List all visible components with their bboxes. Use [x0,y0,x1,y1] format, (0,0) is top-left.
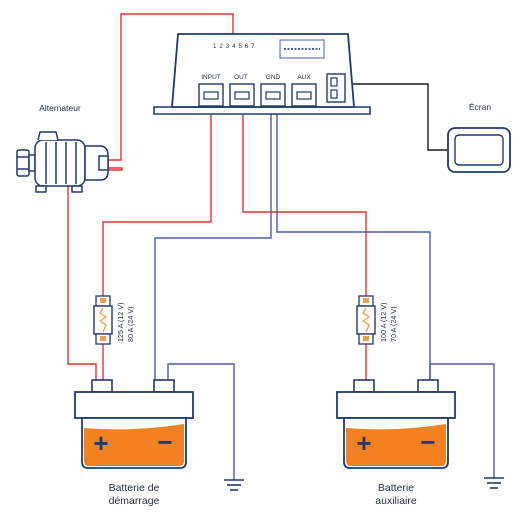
right-fuse-rating-12v: 100 A (12 V) [379,302,388,342]
right-fuse [356,295,376,345]
aux-battery-positive-post [353,379,375,393]
starter-battery-plus-icon: + [93,428,108,458]
alternator-label: Alternateur [39,103,81,113]
screen-icon[interactable] [447,127,511,173]
device-base-flange [153,106,371,115]
starter-battery-minus-icon: − [157,427,172,457]
port-gnd-terminal[interactable] [260,83,286,107]
wire-gnd-to-aux-negative [276,108,431,380]
left-fuse-rating-24v: 80 A (24 V) [126,306,135,342]
left-fuse [93,295,113,345]
wire-alternator-to-starter-battery [67,167,123,380]
starter-battery-label-line1: Batterie de [109,482,160,494]
port-label-gnd: GND [266,74,281,81]
ground-icon-starter [224,479,244,491]
ground-icon-aux [484,477,504,489]
display-connector[interactable] [326,73,346,103]
wire-aux-ground [429,363,495,478]
dip-switch-numbers: 1 2 3 4 5 6 7 [213,43,255,50]
left-fuse-rating-12v: 125 A (12 V) [116,302,125,342]
aux-battery-plus-icon: + [356,428,371,458]
starter-battery-negative-post [153,379,175,393]
wire-starter-ground [167,363,235,480]
starter-battery-label-line2: démarrage [109,495,160,507]
port-label-aux: AUX [297,74,311,81]
wire-input-to-left-fuse [102,108,212,296]
wire-gnd-to-starter-negative [154,108,272,380]
controller-device: 1 2 3 4 5 6 7 INPUT OUT GND AUX [153,33,371,115]
alternator-icon [16,131,109,193]
right-fuse-rating-24v: 70 A (24 V) [389,306,398,342]
port-input-terminal[interactable] [198,83,224,107]
wires [67,13,495,480]
aux-battery-label-line2: auxiliaire [375,495,417,507]
aux-battery-icon: + − [336,379,456,469]
wire-out-to-right-fuse [242,108,367,296]
aux-battery-minus-icon: − [420,427,435,457]
port-label-out: OUT [234,74,248,81]
aux-battery-negative-post [417,379,439,393]
port-aux-terminal[interactable] [291,83,317,107]
aux-battery-label-line1: Batterie [378,482,414,494]
port-out-terminal[interactable] [229,83,255,107]
starter-battery-icon: + − [74,379,194,469]
starter-battery-positive-post [91,379,113,393]
wire-alternator-to-device [108,13,234,161]
wire-device-to-screen [344,83,448,151]
port-label-input: INPUT [201,74,221,81]
screen-label: Écran [469,102,491,112]
